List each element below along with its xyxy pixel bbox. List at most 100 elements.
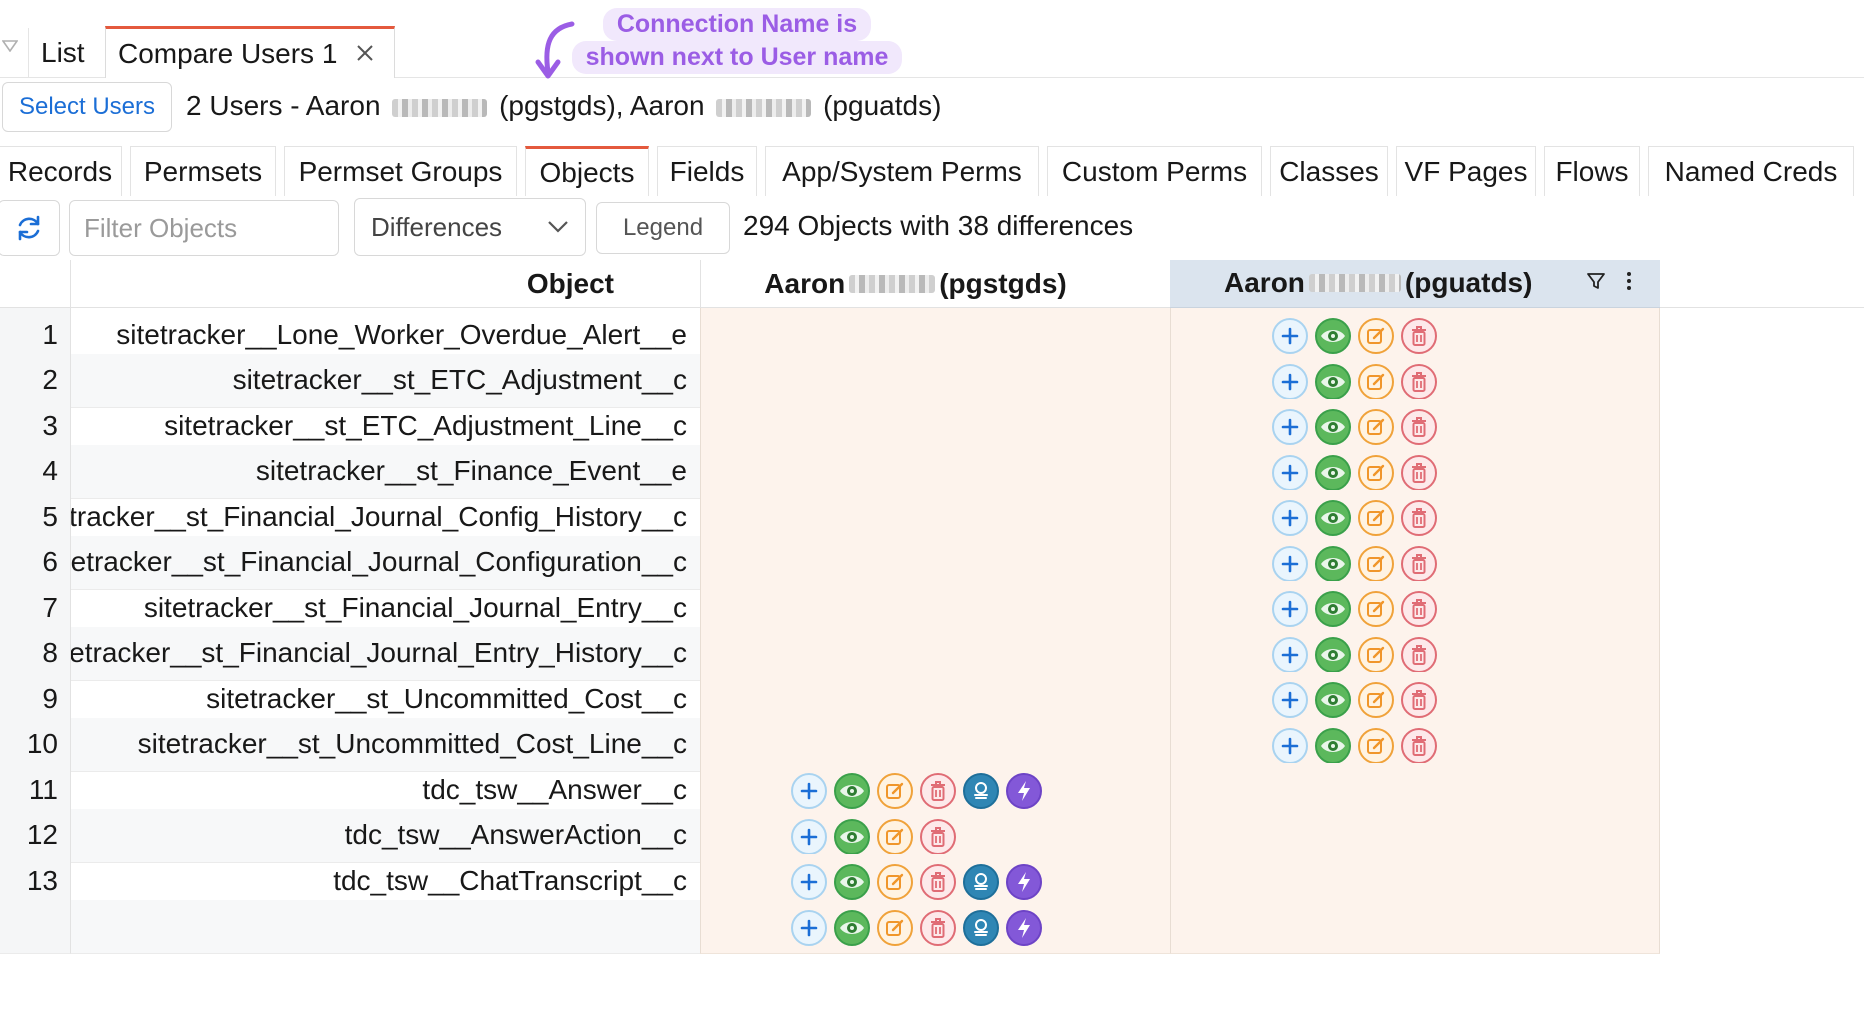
read-permission-eye-icon	[834, 864, 870, 900]
row-number	[0, 899, 70, 954]
modify-all-permission-bolt-icon	[1006, 773, 1042, 809]
more-options-icon[interactable]	[1626, 271, 1632, 291]
delete-permission-trash-icon	[1401, 454, 1437, 491]
delete-permission-trash-icon	[920, 909, 956, 946]
top-tab-bar: List Compare Users 1	[0, 0, 1864, 78]
user1-permissions-cell	[700, 626, 1170, 681]
user2-permissions-cell	[1170, 899, 1660, 954]
user2-permissions-cell	[1170, 763, 1660, 817]
create-permission-icon	[1272, 545, 1308, 582]
tab-named-creds[interactable]: Named Creds	[1648, 146, 1854, 196]
user1-firstname: Aaron	[764, 267, 846, 299]
view-all-permission-icon	[963, 773, 999, 809]
edit-permission-icon	[1358, 318, 1394, 354]
row-number: 13	[0, 854, 70, 908]
differences-select[interactable]: Differences	[354, 198, 586, 256]
column-header-user2[interactable]: Aaron (pguatds)	[1170, 260, 1660, 308]
object-api-name: sitetracker__st_Uncommitted_Cost_Line__c	[70, 717, 700, 772]
compare-category-tabs: Records Permsets Permset Groups Objects …	[0, 142, 1864, 196]
user2-permissions-cell	[1170, 854, 1660, 908]
user2-connection: (pguatds)	[1404, 267, 1533, 298]
edit-permission-icon	[1358, 591, 1394, 627]
delete-permission-trash-icon	[1401, 636, 1437, 673]
legend-button[interactable]: Legend	[596, 202, 730, 254]
delete-permission-trash-icon	[1401, 318, 1437, 354]
callout-line-1: Connection Name is	[602, 8, 872, 41]
objects-compare-grid: Object Aaron (pgstgds) Aaron (pguatds) 1…	[0, 260, 1864, 1021]
tab-list-label: List	[41, 37, 85, 68]
object-api-name: tdc_tsw__AnswerAction__c	[70, 808, 700, 863]
user2-permissions-cell	[1170, 490, 1660, 544]
user1-permissions-cell	[700, 399, 1170, 453]
object-api-name: sitetracker__st_Finance_Event__e	[70, 444, 700, 499]
create-permission-icon	[1272, 363, 1308, 400]
user2-permissions-cell	[1170, 672, 1660, 726]
edit-permission-icon	[1358, 500, 1394, 536]
read-permission-eye-icon	[1315, 727, 1351, 764]
user1-permissions-cell	[700, 899, 1170, 954]
tab-fields[interactable]: Fields	[657, 146, 757, 196]
modify-all-permission-bolt-icon	[1006, 864, 1042, 900]
read-permission-eye-icon	[834, 818, 870, 855]
row-number: 4	[0, 444, 70, 499]
edit-permission-icon	[877, 773, 913, 809]
header-filler	[1660, 260, 1864, 308]
tab-classes[interactable]: Classes	[1270, 146, 1388, 196]
user2-permissions-cell	[1170, 626, 1660, 681]
row-number: 5	[0, 490, 70, 544]
read-permission-eye-icon	[1315, 682, 1351, 718]
selected-users-summary: 2 Users - Aaron (pgstgds), Aaron (pguatd…	[186, 90, 941, 122]
column-header-object[interactable]: Object	[70, 260, 700, 308]
column-header-user1[interactable]: Aaron (pgstgds)	[700, 260, 1170, 308]
tab-flows[interactable]: Flows	[1544, 146, 1640, 196]
user1-permissions-cell	[700, 581, 1170, 635]
edit-permission-icon	[877, 909, 913, 946]
refresh-button[interactable]	[0, 200, 60, 256]
object-api-name: sitetracker__st_Financial_Journal_Config…	[70, 535, 700, 590]
tab-menu-toggle-icon[interactable]	[0, 36, 20, 56]
tab-compare-users[interactable]: Compare Users 1	[105, 26, 395, 78]
object-api-name: sitetracker__Lone_Worker_Overdue_Alert__…	[70, 308, 700, 362]
redacted-lastname	[849, 274, 936, 293]
tab-permsets[interactable]: Permsets	[130, 146, 276, 196]
permission-icon-group	[1272, 591, 1437, 627]
permission-icon-group	[791, 864, 1042, 900]
user1-permissions-cell	[700, 353, 1170, 408]
create-permission-icon	[1272, 591, 1308, 627]
difference-summary: 294 Objects with 38 differences	[743, 210, 1134, 241]
user2-permissions-cell	[1170, 353, 1660, 408]
edit-permission-icon	[1358, 682, 1394, 718]
summary-conn2: (pguatds)	[823, 90, 942, 121]
tab-list[interactable]: List	[28, 28, 97, 78]
create-permission-icon	[791, 773, 827, 809]
row-number: 3	[0, 399, 70, 453]
table-row[interactable]	[0, 899, 1864, 954]
read-permission-eye-icon	[834, 773, 870, 809]
filter-icon[interactable]	[1586, 271, 1606, 291]
close-icon[interactable]	[355, 40, 375, 68]
delete-permission-trash-icon	[1401, 409, 1437, 445]
tab-vf-pages[interactable]: VF Pages	[1396, 146, 1536, 196]
create-permission-icon	[1272, 409, 1308, 445]
row-number: 7	[0, 581, 70, 635]
tab-custom-perms[interactable]: Custom Perms	[1047, 146, 1262, 196]
tab-permset-groups[interactable]: Permset Groups	[284, 146, 517, 196]
user1-permissions-cell	[700, 763, 1170, 817]
tab-app-system-perms[interactable]: App/System Perms	[765, 146, 1039, 196]
select-users-button[interactable]: Select Users	[2, 82, 172, 132]
filter-objects-input[interactable]	[69, 200, 339, 256]
tab-records[interactable]: Records	[0, 146, 122, 196]
tab-objects[interactable]: Objects	[525, 146, 649, 196]
